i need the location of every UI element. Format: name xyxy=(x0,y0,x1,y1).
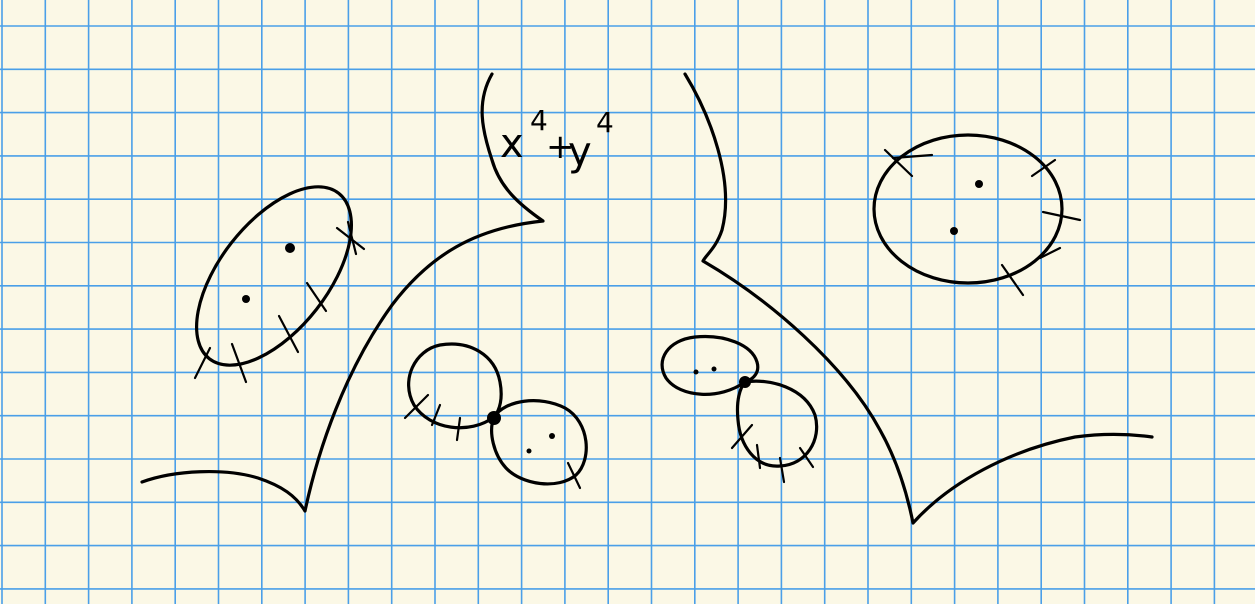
ellipse-tick-4 xyxy=(277,314,300,354)
circle-dot-lower xyxy=(950,227,958,235)
figure-eight-right-node xyxy=(739,376,751,388)
circle-tick-4 xyxy=(1041,210,1082,222)
ellipse-dot-upper xyxy=(285,243,295,253)
figure-eight-left-lower-lobe xyxy=(490,399,588,486)
curve-left-branch xyxy=(140,72,545,513)
curve-right-branch xyxy=(683,72,1154,525)
tilted-ellipse xyxy=(193,185,366,384)
figure-eight-left xyxy=(403,342,588,490)
figure-eight-right xyxy=(660,334,819,484)
ellipse-tick-2 xyxy=(346,220,358,256)
right-circle xyxy=(872,133,1082,297)
circle-dot-upper xyxy=(975,180,983,188)
ellipse-outline xyxy=(195,185,353,367)
circle-outline xyxy=(872,133,1064,285)
figure-eight-left-dot-2 xyxy=(526,448,532,454)
fel-tick-4 xyxy=(566,461,582,490)
ellipse-tick-3 xyxy=(305,281,328,313)
circle-tick-5 xyxy=(1038,246,1062,260)
expr-plus: + xyxy=(546,127,575,167)
fer-tick-3 xyxy=(778,456,786,484)
expr-exp-y: 4 xyxy=(596,106,614,139)
ellipse-dot-lower xyxy=(242,295,250,303)
fer-tick-1 xyxy=(730,423,754,450)
fel-tick-3 xyxy=(455,416,462,442)
figure-eight-left-upper-lobe xyxy=(407,342,503,430)
figure-eight-left-node xyxy=(487,411,501,425)
figure-eight-right-dot-2 xyxy=(711,366,717,372)
fel-tick-2 xyxy=(430,403,442,427)
expr-base-x: x xyxy=(500,121,524,167)
expr-base-y: y xyxy=(568,129,592,175)
fel-tick-1 xyxy=(403,393,430,420)
circle-tick-2 xyxy=(891,153,934,160)
circle-tick-6 xyxy=(1000,263,1025,297)
figure-eight-left-dot-1 xyxy=(549,433,555,439)
circle-tick-3 xyxy=(1030,158,1057,178)
ellipse-tick-6 xyxy=(193,346,212,380)
figure-eight-right-upper-lobe xyxy=(660,334,760,396)
expression-label: x 4 + y 4 xyxy=(500,104,614,175)
figure-eight-right-lower-lobe xyxy=(735,379,819,468)
expr-exp-x: 4 xyxy=(530,104,548,137)
ellipse-tick-1 xyxy=(335,226,366,251)
fer-tick-4 xyxy=(798,446,815,469)
circle-tick-1 xyxy=(883,148,914,178)
ellipse-tick-5 xyxy=(230,342,248,384)
fer-tick-2 xyxy=(755,443,762,470)
figure-eight-right-dot-1 xyxy=(693,369,699,375)
